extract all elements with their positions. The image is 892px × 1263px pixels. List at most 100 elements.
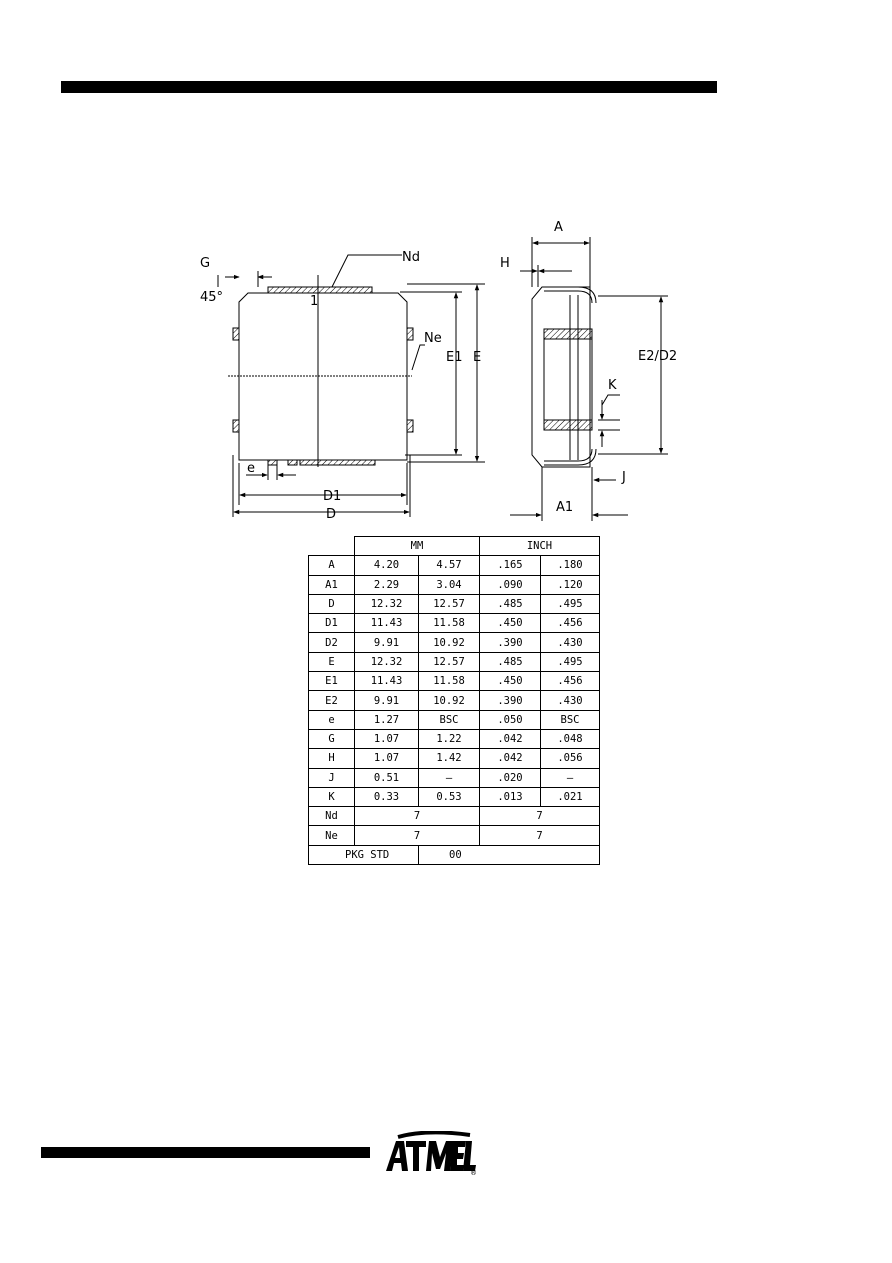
header-rule bbox=[61, 81, 717, 93]
symbol-cell: D1 bbox=[308, 613, 355, 634]
mm-max-cell: 12.57 bbox=[418, 651, 480, 673]
mm-max-cell: 4.57 bbox=[418, 555, 480, 576]
inch-min-cell: .090 bbox=[479, 574, 541, 595]
mm-header: MM bbox=[354, 535, 480, 557]
table-header-row: MM INCH bbox=[309, 535, 600, 557]
mm-min-cell: 4.20 bbox=[354, 555, 419, 576]
mm-min-cell: 1.27 bbox=[354, 709, 419, 730]
top-j-lead bbox=[544, 290, 593, 304]
side-view bbox=[510, 237, 668, 521]
pitch-label: e bbox=[247, 461, 255, 476]
a1-label: A1 bbox=[556, 500, 573, 515]
inch-max-cell: BSC bbox=[540, 709, 600, 730]
angle-label: 45° bbox=[200, 290, 223, 305]
package-drawing: 1 G 45° Nd Ne E1 E e D1 D bbox=[180, 205, 700, 525]
inch-min-cell: .485 bbox=[479, 651, 541, 673]
package-body bbox=[238, 292, 408, 461]
mm-max-cell: 1.42 bbox=[418, 748, 480, 769]
d-label: D bbox=[326, 507, 336, 522]
mm-max-cell: 0.53 bbox=[418, 786, 480, 808]
inch-min-cell: .050 bbox=[479, 709, 541, 730]
symbol-cell: D2 bbox=[308, 632, 355, 653]
inch-min-cell: .450 bbox=[479, 613, 541, 634]
mm-min-cell: 11.43 bbox=[354, 613, 419, 634]
inch-min-cell: .013 bbox=[479, 786, 541, 808]
inch-max-cell: .456 bbox=[540, 671, 600, 692]
mm-max-cell: 11.58 bbox=[418, 671, 480, 692]
a-label: A bbox=[554, 220, 563, 235]
mm-min-cell: 0.51 bbox=[354, 767, 419, 788]
inch-min-cell: .450 bbox=[479, 671, 541, 692]
mm-max-cell: 3.04 bbox=[418, 574, 480, 595]
mm-min-cell: 9.91 bbox=[354, 632, 419, 653]
symbol-cell: Ne bbox=[308, 825, 355, 846]
atmel-logo: ® bbox=[386, 1131, 477, 1175]
symbol-cell: E1 bbox=[308, 671, 355, 692]
symbol-cell: A1 bbox=[308, 574, 355, 595]
mm-min-cell: 1.07 bbox=[354, 728, 419, 750]
pin-one-marker: 1 bbox=[310, 294, 318, 309]
mm-max-cell: 10.92 bbox=[418, 632, 480, 653]
top-view bbox=[217, 254, 485, 517]
side-body bbox=[531, 286, 591, 468]
inch-max-cell: .048 bbox=[540, 728, 600, 750]
registered-mark: ® bbox=[470, 1169, 477, 1175]
e2d2-label: E2/D2 bbox=[638, 349, 677, 364]
mm-min-cell: 2.29 bbox=[354, 574, 419, 595]
inch-min-cell: .042 bbox=[479, 748, 541, 769]
mm-min-cell: 9.91 bbox=[354, 690, 419, 711]
mm-min-cell: 12.32 bbox=[354, 651, 419, 673]
inch-max-cell: – bbox=[540, 767, 600, 788]
package-outline-svg: 1 G 45° Nd Ne E1 E e D1 D bbox=[200, 220, 677, 522]
mm-min-cell: 12.32 bbox=[354, 593, 419, 615]
inch-min-cell: .485 bbox=[479, 593, 541, 615]
bottom-j-lead bbox=[544, 448, 593, 462]
e1-label: E1 bbox=[446, 350, 463, 365]
g-label: G bbox=[200, 256, 210, 271]
top-lead-row bbox=[267, 286, 373, 294]
atmel-logo-wordmark bbox=[386, 1141, 476, 1171]
inch-max-cell: .495 bbox=[540, 651, 600, 673]
inch-min-cell: .020 bbox=[479, 767, 541, 788]
mm-max-cell: – bbox=[418, 767, 480, 788]
inch-max-cell: .495 bbox=[540, 593, 600, 615]
pkg-std-value: 00 bbox=[418, 844, 600, 866]
symbol-cell: G bbox=[308, 728, 355, 750]
footer-rule bbox=[41, 1147, 370, 1158]
mm-min-cell: 11.43 bbox=[354, 671, 419, 692]
k-label: K bbox=[608, 378, 617, 393]
mm-max-cell: 11.58 bbox=[418, 613, 480, 634]
j-label: J bbox=[621, 470, 626, 485]
inch-max-cell: .056 bbox=[540, 748, 600, 769]
symbol-cell: J bbox=[308, 767, 355, 788]
symbol-cell: D bbox=[308, 593, 355, 615]
symbol-cell: e bbox=[308, 709, 355, 730]
inch-min-cell: .042 bbox=[479, 728, 541, 750]
symbol-cell: E2 bbox=[308, 690, 355, 711]
mm-count-cell: 7 bbox=[354, 806, 480, 827]
mm-count-cell: 7 bbox=[354, 825, 480, 846]
inch-min-cell: .165 bbox=[479, 555, 541, 576]
symbol-cell: K bbox=[308, 786, 355, 808]
symbol-cell: H bbox=[308, 748, 355, 769]
nd-label: Nd bbox=[402, 250, 420, 265]
inch-max-cell: .180 bbox=[540, 555, 600, 576]
inch-min-cell: .390 bbox=[479, 632, 541, 653]
inch-count-cell: 7 bbox=[479, 825, 600, 846]
